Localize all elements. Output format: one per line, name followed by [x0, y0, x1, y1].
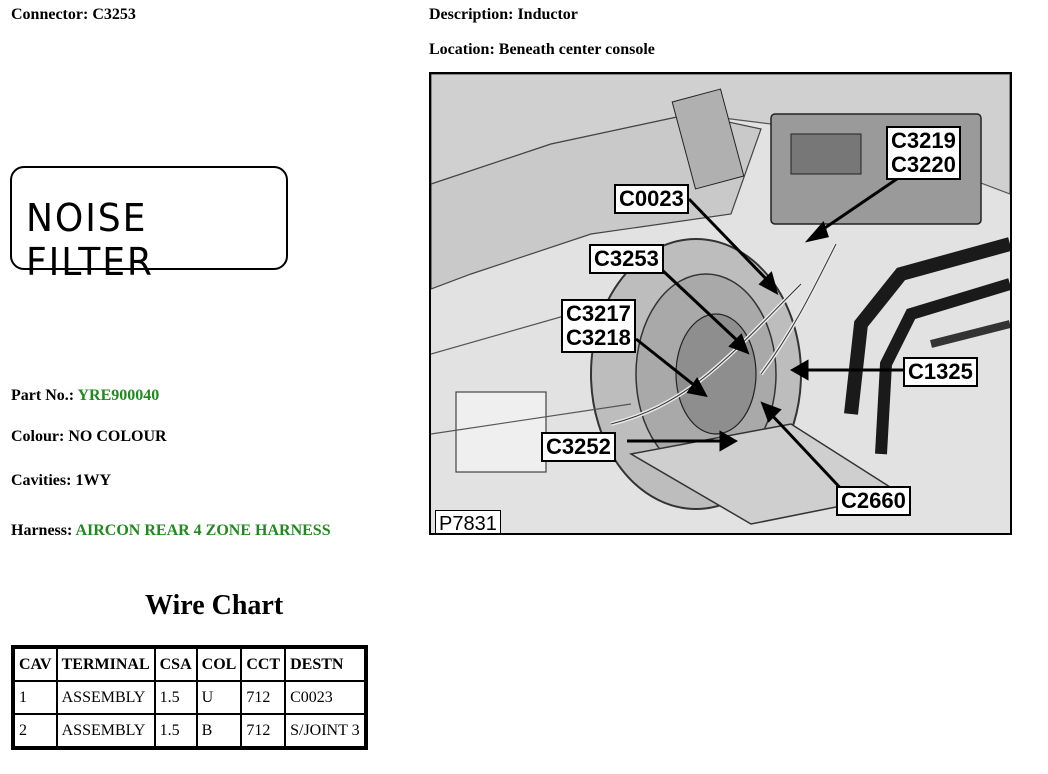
part-number-link[interactable]: YRE900040: [77, 387, 160, 404]
description-label: Description: Inductor: [429, 6, 578, 24]
colour-value: NO COLOUR: [68, 428, 167, 445]
cell-cav: 1: [15, 682, 56, 713]
col-header-destn: DESTN: [286, 649, 364, 680]
cavities-row: Cavities: 1WY: [11, 472, 111, 490]
connector-label-text: Connector:: [11, 6, 89, 23]
part-number-row: Part No.: YRE900040: [11, 387, 159, 405]
cell-csa: 1.5: [155, 682, 196, 713]
connector-value: C3253: [92, 6, 136, 23]
harness-label: Harness:: [11, 522, 73, 539]
callout-c3217: C3217 C3218: [561, 299, 636, 353]
colour-row: Colour: NO COLOUR: [11, 428, 167, 446]
component-label-box: NOISE FILTER: [10, 166, 288, 284]
location-label: Location: Beneath center console: [429, 41, 655, 59]
description-label-text: Description:: [429, 6, 514, 23]
component-label: NOISE FILTER: [26, 196, 154, 284]
col-header-terminal: TERMINAL: [57, 649, 154, 680]
callout-c3220-label: C3220: [891, 152, 956, 177]
part-number-label: Part No.:: [11, 387, 75, 404]
table-row: 1 ASSEMBLY 1.5 U 712 C0023: [15, 682, 364, 713]
callout-c3217-label: C3217: [566, 301, 631, 326]
location-label-text: Location:: [429, 41, 495, 58]
image-reference: P7831: [435, 510, 501, 533]
description-value: Inductor: [517, 6, 578, 23]
cell-col: U: [197, 682, 241, 713]
location-diagram: C3219 C3220 C0023 C3253 C3217 C3218 C132…: [429, 72, 1012, 535]
cell-destn: S/JOINT 3: [286, 715, 364, 746]
callout-c0023: C0023: [614, 184, 689, 214]
callout-c1325: C1325: [903, 357, 978, 387]
table-header-row: CAV TERMINAL CSA COL CCT DESTN: [15, 649, 364, 680]
callout-c3219: C3219 C3220: [886, 126, 961, 180]
colour-label: Colour:: [11, 428, 65, 445]
col-header-cct: CCT: [242, 649, 285, 680]
cell-terminal: ASSEMBLY: [57, 682, 154, 713]
location-value: Beneath center console: [498, 41, 655, 58]
harness-link[interactable]: AIRCON REAR 4 ZONE HARNESS: [75, 522, 331, 539]
col-header-csa: CSA: [155, 649, 196, 680]
callout-c3219-label: C3219: [891, 128, 956, 153]
harness-row: Harness: AIRCON REAR 4 ZONE HARNESS: [11, 522, 331, 540]
cell-cct: 712: [242, 682, 285, 713]
col-header-col: COL: [197, 649, 241, 680]
cell-cct: 712: [242, 715, 285, 746]
callout-c3252: C3252: [541, 432, 616, 462]
cell-col: B: [197, 715, 241, 746]
col-header-cav: CAV: [15, 649, 56, 680]
cavities-label: Cavities:: [11, 472, 72, 489]
callout-c3253: C3253: [589, 244, 664, 274]
table-row: 2 ASSEMBLY 1.5 B 712 S/JOINT 3: [15, 715, 364, 746]
callout-c2660: C2660: [836, 486, 911, 516]
cell-terminal: ASSEMBLY: [57, 715, 154, 746]
cell-csa: 1.5: [155, 715, 196, 746]
wire-chart-table: CAV TERMINAL CSA COL CCT DESTN 1 ASSEMBL…: [11, 645, 368, 750]
connector-label: Connector: C3253: [11, 6, 136, 24]
cell-destn: C0023: [286, 682, 364, 713]
cell-cav: 2: [15, 715, 56, 746]
wire-chart-title: Wire Chart: [145, 590, 284, 621]
callout-c3218-label: C3218: [566, 325, 631, 350]
cavities-value: 1WY: [75, 472, 111, 489]
